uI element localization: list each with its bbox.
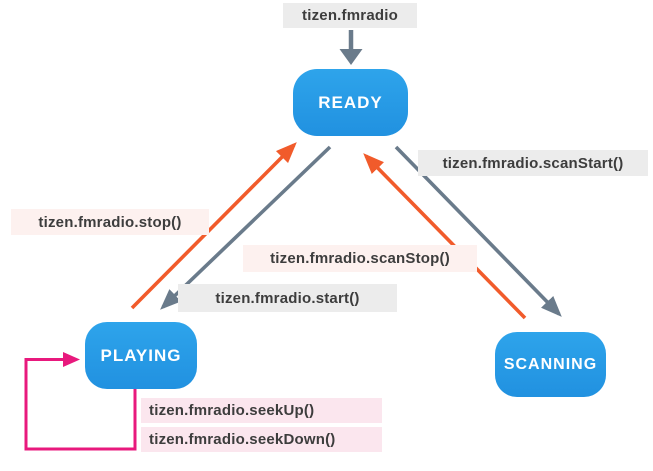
- seek-loop-arrow: [24, 352, 137, 451]
- seek-up-label: tizen.fmradio.seekUp(): [141, 398, 382, 423]
- start-label: tizen.fmradio.start(): [178, 284, 397, 312]
- state-scanning: SCANNING: [495, 332, 606, 397]
- seek-down-label: tizen.fmradio.seekDown(): [141, 427, 382, 452]
- init-label: tizen.fmradio: [283, 3, 417, 28]
- stop-label: tizen.fmradio.stop(): [11, 209, 209, 235]
- state-ready: READY: [293, 69, 408, 136]
- scan-stop-arrow: [363, 153, 527, 320]
- scan-start-label: tizen.fmradio.scanStart(): [418, 150, 648, 176]
- state-playing: PLAYING: [85, 322, 197, 389]
- scan-stop-label: tizen.fmradio.scanStop(): [243, 245, 477, 272]
- start-arrow: [160, 145, 332, 310]
- stop-arrow: [130, 142, 297, 310]
